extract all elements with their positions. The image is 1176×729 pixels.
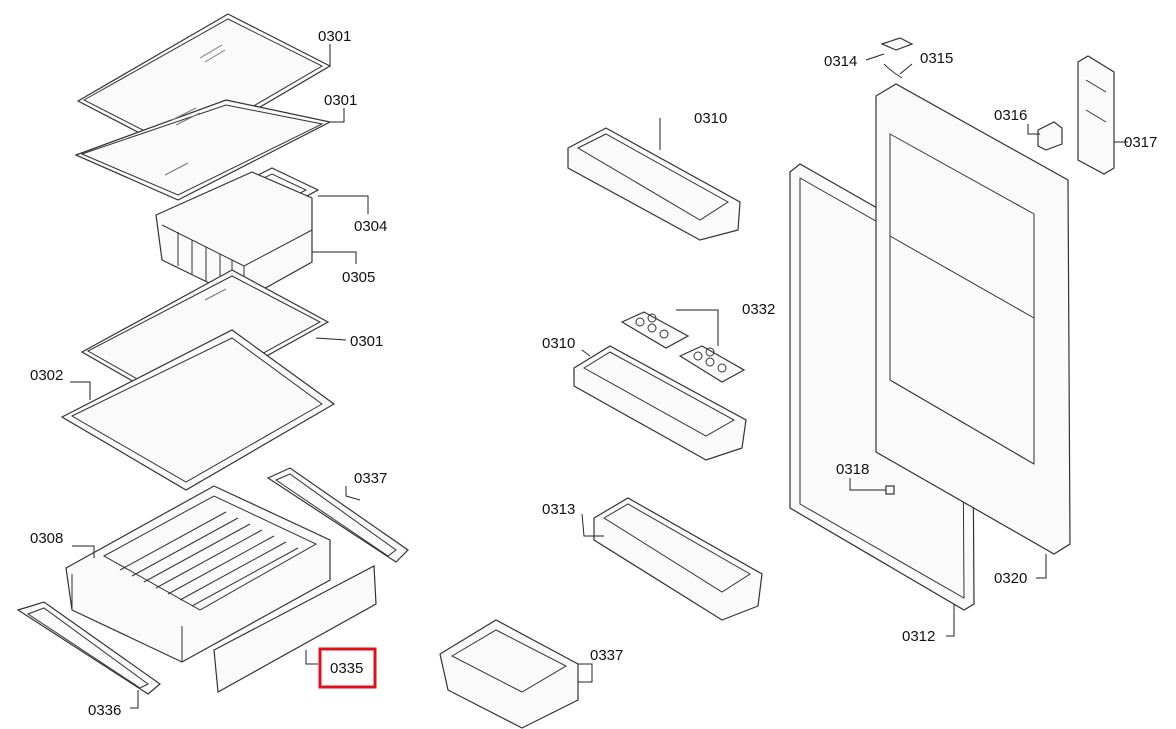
- label-0305: 0305: [342, 269, 375, 286]
- hinge-spring: [883, 63, 903, 79]
- door-handle-cap: [880, 37, 914, 51]
- vegetable-drawer: [65, 485, 331, 663]
- label-0312: 0312: [902, 628, 935, 645]
- egg-tray-2: [678, 345, 746, 383]
- label-0337-rail: 0337: [354, 470, 387, 487]
- crisper-cover-shelf: [60, 329, 336, 491]
- egg-tray-1: [620, 311, 690, 349]
- label-0302: 0302: [30, 367, 63, 384]
- label-0332: 0332: [742, 301, 775, 318]
- label-0337-drawer: 0337: [590, 647, 623, 664]
- label-0313: 0313: [542, 501, 575, 518]
- label-0310-top: 0310: [694, 110, 727, 127]
- highlight-box: [318, 647, 377, 689]
- drawer-front-panel: [213, 565, 377, 693]
- label-0308: 0308: [30, 530, 63, 547]
- part-labels: 0301 0301 0304 0305 0301 0302 0337 0308 …: [30, 28, 1157, 719]
- label-0301-second: 0301: [324, 92, 357, 109]
- door-bin-middle: [573, 345, 747, 461]
- door-clip: [885, 485, 895, 495]
- label-0310-middle: 0310: [542, 335, 575, 352]
- drawer-rail-right: [266, 467, 409, 563]
- label-0314: 0314: [824, 53, 857, 70]
- door-stop-block: [1037, 121, 1063, 151]
- drawer-rail-left: [16, 601, 161, 695]
- leader-lines: [70, 44, 1128, 709]
- label-0336: 0336: [88, 702, 121, 719]
- label-0320: 0320: [994, 570, 1027, 587]
- door-bin-top: [567, 127, 741, 241]
- label-0301-third: 0301: [350, 333, 383, 350]
- label-0301-top: 0301: [318, 28, 351, 45]
- hinge-bracket: [1077, 55, 1115, 175]
- door-bin-bottom: [593, 497, 763, 621]
- label-0316: 0316: [994, 107, 1027, 124]
- label-0304: 0304: [354, 218, 387, 235]
- label-0335: 0335: [330, 660, 363, 677]
- label-0317: 0317: [1124, 134, 1157, 151]
- small-drawer: [439, 619, 579, 729]
- label-0315: 0315: [920, 50, 953, 67]
- label-0318: 0318: [836, 461, 869, 478]
- inner-door-panel: [875, 83, 1071, 555]
